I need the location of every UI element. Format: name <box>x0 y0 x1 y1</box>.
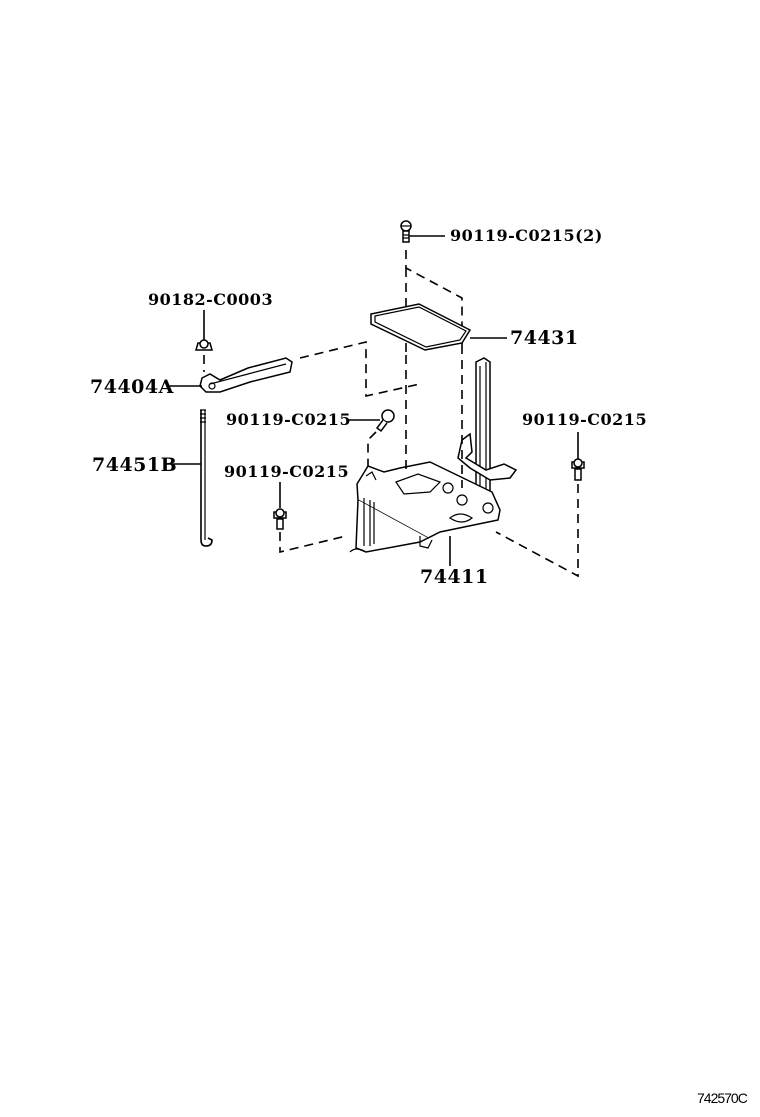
drawing-code: 742570C <box>697 1090 748 1106</box>
bolt-mid-icon <box>375 409 395 433</box>
label-bolt-top: 90119-C0215(2) <box>450 226 603 245</box>
label-bolt-mid: 90119-C0215 <box>226 410 352 429</box>
label-clamp: 74404A <box>90 376 174 398</box>
label-nut: 90182-C0003 <box>148 290 274 309</box>
label-tray-insulator: 74431 <box>510 327 579 349</box>
bolt-right-icon <box>571 458 585 481</box>
battery-carrier-icon <box>349 357 518 553</box>
label-bolt-left: 90119-C0215 <box>224 462 350 481</box>
nut-icon <box>195 339 213 351</box>
label-bolt-right: 90119-C0215 <box>522 410 648 429</box>
clamp-icon <box>199 357 293 393</box>
bolt-top-icon <box>400 220 412 243</box>
bolt-left-icon <box>273 508 287 530</box>
tray-insulator-icon <box>370 303 472 351</box>
hold-rod-icon <box>200 409 213 547</box>
label-hold-rod: 74451B <box>92 454 178 476</box>
label-carrier: 74411 <box>420 566 489 588</box>
